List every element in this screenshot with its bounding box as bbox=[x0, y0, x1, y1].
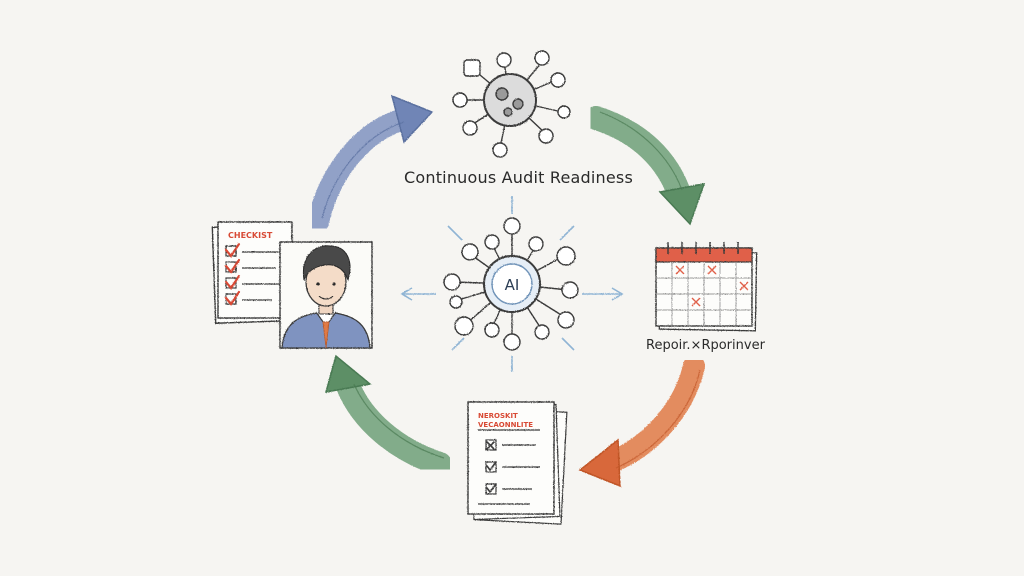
report-label: Repoir.⨯Rporinver bbox=[646, 338, 765, 353]
cycle-arrow-green-bottom bbox=[324, 354, 452, 476]
ai-hub-icon bbox=[400, 196, 624, 372]
document-heading-1: NEROSKIT bbox=[478, 412, 518, 420]
document-heading-2: VECAONNLITE bbox=[478, 421, 533, 429]
checklist-heading: CHECKIST bbox=[228, 231, 273, 240]
cycle-arrow-orange bbox=[578, 355, 705, 488]
calendar-icon bbox=[655, 242, 758, 332]
cycle-arrow-blue bbox=[307, 94, 434, 233]
cycle-arrow-green-top bbox=[584, 106, 706, 226]
network-icon bbox=[452, 50, 571, 158]
ai-label: AI bbox=[505, 276, 520, 294]
person-icon bbox=[279, 241, 373, 349]
report-document-icon bbox=[467, 401, 568, 525]
diagram-title: Continuous Audit Readiness bbox=[404, 168, 634, 187]
